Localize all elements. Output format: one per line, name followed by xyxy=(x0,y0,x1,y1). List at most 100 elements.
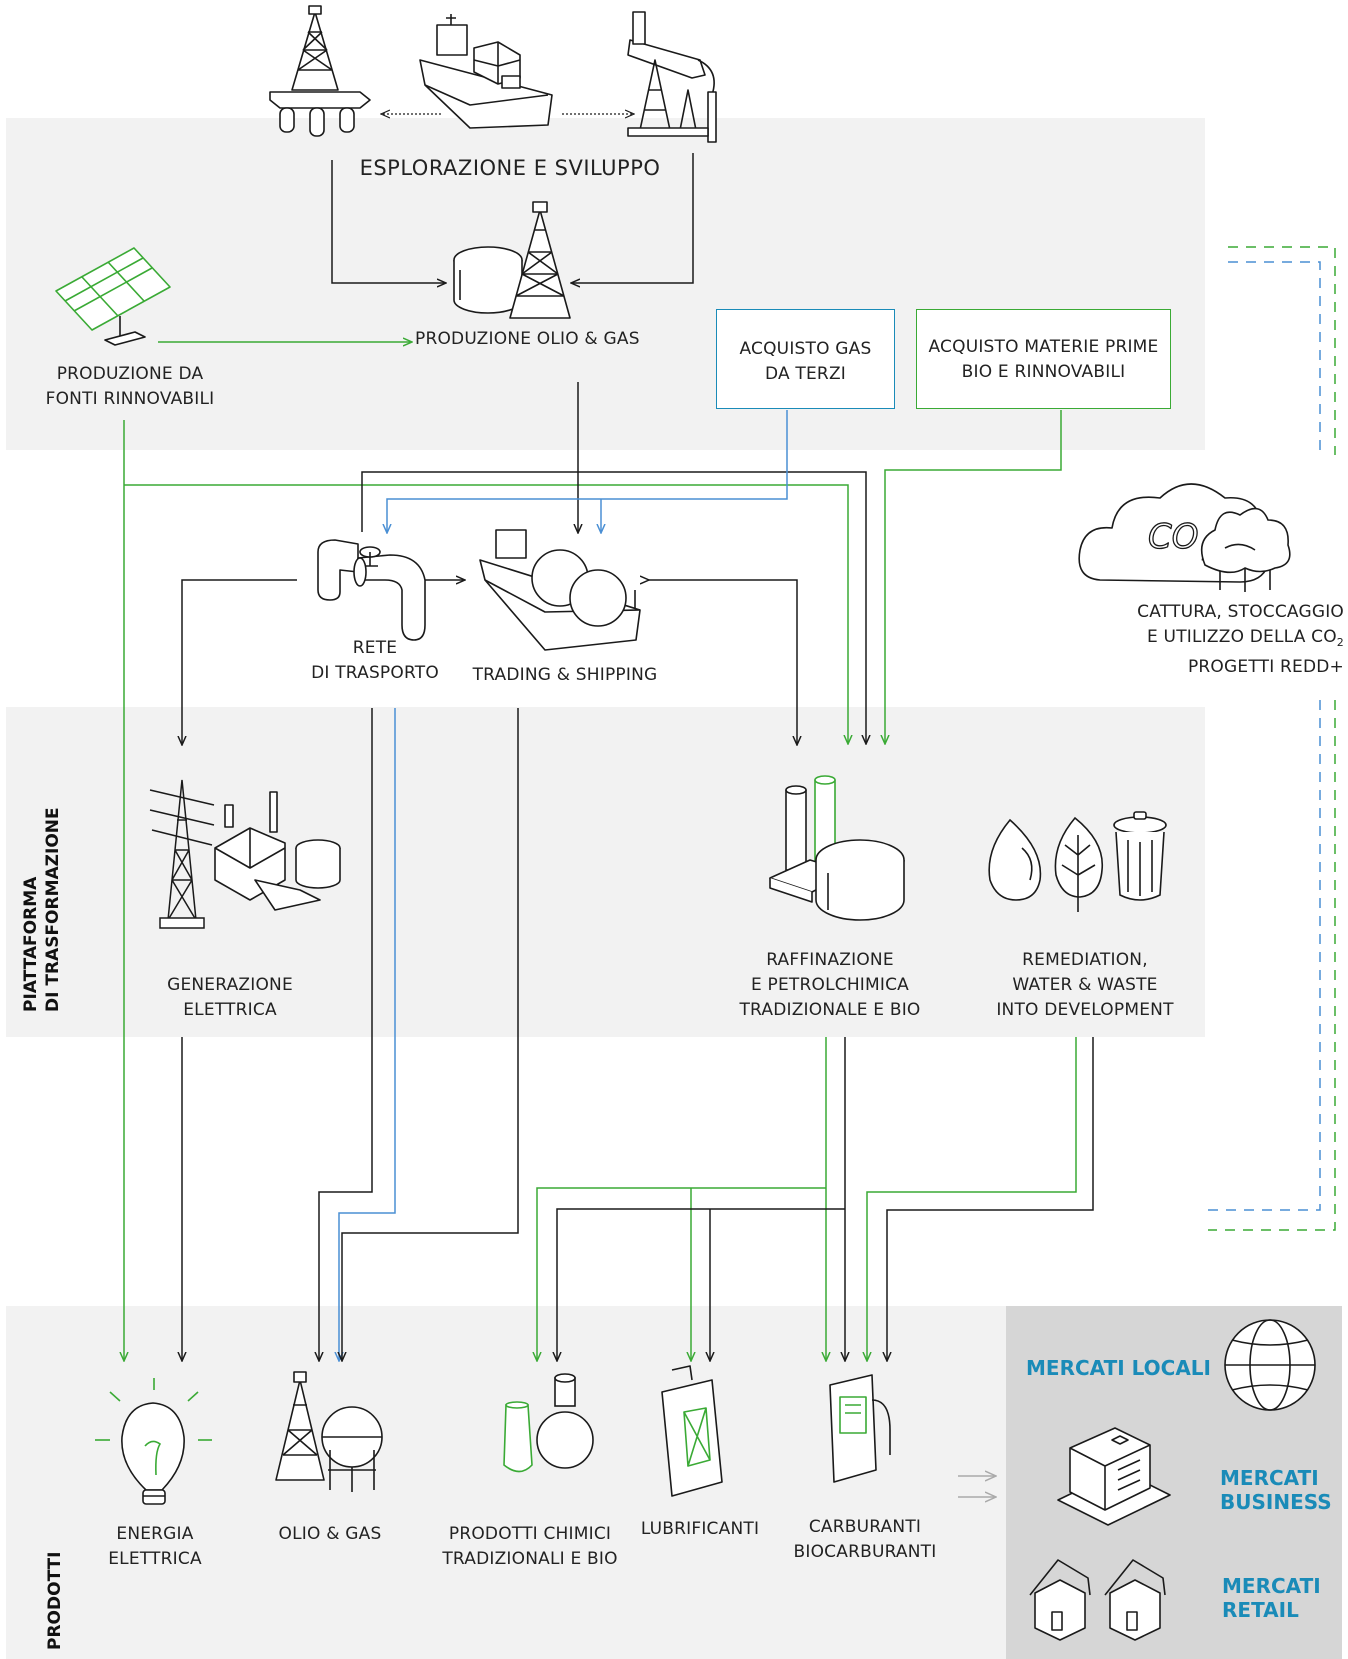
remediation-label: REMEDIATION, WATER & WASTE INTO DEVELOPM… xyxy=(985,948,1185,1023)
flow-renewables-to-refining xyxy=(124,484,848,743)
oil-gas-product-label: OLIO & GAS xyxy=(278,1524,382,1544)
ccus-bracket-bottom-green xyxy=(1208,700,1336,1231)
globe-icon xyxy=(1224,1319,1316,1411)
flow-trading-refining xyxy=(648,580,797,744)
refining-line-3: TRADIZIONALE E BIO xyxy=(739,1000,921,1020)
pylon-icon xyxy=(149,779,215,929)
flow-transport-to-powergen xyxy=(182,579,297,744)
ccus-line-3: PROGETTI REDD+ xyxy=(1187,657,1344,677)
water-drop-icon xyxy=(988,818,1042,901)
solar-panel-icon xyxy=(55,247,171,346)
market-business-label: MERCATI BUSINESS xyxy=(1220,1466,1332,1514)
lng-carrier-icon xyxy=(479,529,641,651)
transformation-section-label: PIATTAFORMA DI TRASFORMAZIONE xyxy=(20,807,64,1012)
electricity-label: ENERGIA ELETTRICA xyxy=(80,1522,230,1572)
chemicals-line-2: TRADIZIONALI E BIO xyxy=(442,1549,618,1569)
flow-bio-to-refining xyxy=(885,410,1062,743)
bio-purchase-line-2: BIO E RINNOVABILI xyxy=(961,362,1126,382)
leaf-icon xyxy=(1054,816,1104,912)
offshore-rig-icon xyxy=(269,5,371,137)
flow-production-to-transport xyxy=(361,471,866,743)
lubricants-label: LUBRIFICANTI xyxy=(640,1519,760,1539)
gas-purchase-box xyxy=(716,309,895,409)
lightbulb-icon xyxy=(95,1378,212,1505)
market-retail-line-1: MERCATI xyxy=(1222,1574,1321,1598)
gas-purchase-line-1: ACQUISTO GAS xyxy=(739,339,872,359)
market-local-label: MERCATI LOCALI xyxy=(1026,1356,1211,1380)
renewables-line-2: FONTI RINNOVABILI xyxy=(45,389,215,409)
market-business-line-2: BUSINESS xyxy=(1220,1490,1332,1514)
refinery-icon xyxy=(769,775,905,921)
refining-line-2: E PETROLCHIMICA xyxy=(750,975,910,995)
power-gen-line-1: GENERAZIONE xyxy=(167,975,293,995)
ccus-line-1: CATTURA, STOCCAGGIO xyxy=(1137,602,1344,622)
products-section-label: PRODOTTI xyxy=(45,1551,65,1650)
power-plant-icon xyxy=(214,791,341,911)
gas-purchase-label: ACQUISTO GAS DA TERZI xyxy=(716,337,895,387)
ccus-label: CATTURA, STOCCAGGIO E UTILIZZO DELLA CO2… xyxy=(1110,600,1344,680)
fuels-line-1: CARBURANTI xyxy=(808,1517,922,1537)
bio-purchase-box xyxy=(916,309,1171,409)
market-retail-label: MERCATI RETAIL xyxy=(1222,1574,1321,1622)
power-gen-label: GENERAZIONE ELETTRICA xyxy=(135,973,325,1023)
houses-icon xyxy=(1029,1559,1166,1641)
transport-valve-icon xyxy=(317,539,426,641)
production-oil-gas-label: PRODUZIONE OLIO & GAS xyxy=(415,329,640,349)
ccus-line-2: E UTILIZZO DELLA CO2 xyxy=(1110,625,1344,655)
remediation-line-1: REMEDIATION, xyxy=(1022,950,1148,970)
ccus-bracket-bottom-blue xyxy=(1208,700,1321,1211)
trees-icon xyxy=(1200,507,1291,592)
remediation-line-3: INTO DEVELOPMENT xyxy=(996,1000,1174,1020)
fuels-line-2: BIOCARBURANTI xyxy=(793,1542,937,1562)
ccus-bracket-top-blue xyxy=(1228,261,1321,455)
flow-exploration-left xyxy=(331,160,445,283)
transport-line-2: DI TRASPORTO xyxy=(311,663,439,683)
co2-symbol-text: CO xyxy=(1148,517,1199,557)
electricity-line-1: ENERGIA xyxy=(116,1524,194,1544)
flow-refining-green-to-chemicals xyxy=(537,1187,826,1360)
flow-transport-to-oilgas-blue xyxy=(339,708,396,1360)
pumpjack-icon xyxy=(627,11,717,143)
flow-gas-to-transport xyxy=(387,410,788,532)
ccus-bracket-top-green xyxy=(1228,246,1336,455)
transformation-line-1: PIATTAFORMA xyxy=(21,876,41,1012)
market-business-line-1: MERCATI xyxy=(1220,1466,1319,1490)
office-building-icon xyxy=(1057,1427,1171,1526)
exploration-label: ESPLORAZIONE E SVILUPPO xyxy=(359,156,661,180)
cargo-ship-icon xyxy=(419,14,553,129)
flow-refining-black-to-chemicals xyxy=(557,1208,845,1360)
flow-exploration-right xyxy=(572,153,694,283)
waste-bin-icon xyxy=(1113,811,1167,901)
transformation-line-2: DI TRASFORMAZIONE xyxy=(43,807,63,1012)
power-gen-line-2: ELETTRICA xyxy=(183,1000,277,1020)
refining-label: RAFFINAZIONE E PETROLCHIMICA TRADIZIONAL… xyxy=(720,948,940,1023)
refining-line-1: RAFFINAZIONE xyxy=(766,950,894,970)
oil-gas-production-icon xyxy=(453,201,571,319)
transport-label: RETE DI TRASPORTO xyxy=(290,636,460,686)
electricity-line-2: ELETTRICA xyxy=(108,1549,202,1569)
chemicals-label: PRODOTTI CHIMICI TRADIZIONALI E BIO xyxy=(425,1522,635,1572)
fuels-label: CARBURANTI BIOCARBURANTI xyxy=(770,1515,960,1565)
flow-remediation-green xyxy=(867,1037,1077,1360)
bio-purchase-line-1: ACQUISTO MATERIE PRIME xyxy=(928,337,1159,357)
fuel-pump-icon xyxy=(829,1374,891,1483)
flow-trading-to-oilgas xyxy=(342,708,519,1360)
products-panel xyxy=(6,1306,1006,1659)
renewables-label: PRODUZIONE DA FONTI RINNOVABILI xyxy=(30,362,230,412)
trading-label: TRADING & SHIPPING xyxy=(472,665,658,685)
bio-purchase-label: ACQUISTO MATERIE PRIME BIO E RINNOVABILI xyxy=(916,335,1171,385)
chemicals-line-1: PRODOTTI CHIMICI xyxy=(448,1524,612,1544)
gas-purchase-line-2: DA TERZI xyxy=(764,364,847,384)
ccus-line-2-text: E UTILIZZO DELLA CO xyxy=(1147,627,1337,647)
oil-gas-product-icon xyxy=(275,1371,383,1492)
ccus-subscript: 2 xyxy=(1336,636,1344,649)
lubricant-can-icon xyxy=(661,1365,723,1497)
market-retail-line-2: RETAIL xyxy=(1222,1598,1299,1622)
renewables-line-1: PRODUZIONE DA xyxy=(56,364,204,384)
flow-remediation-black xyxy=(887,1037,1094,1360)
transport-line-1: RETE xyxy=(352,638,398,658)
remediation-line-2: WATER & WASTE xyxy=(1012,975,1158,995)
flow-transport-to-oilgas-black xyxy=(319,708,373,1360)
chemicals-flask-icon xyxy=(503,1373,594,1473)
